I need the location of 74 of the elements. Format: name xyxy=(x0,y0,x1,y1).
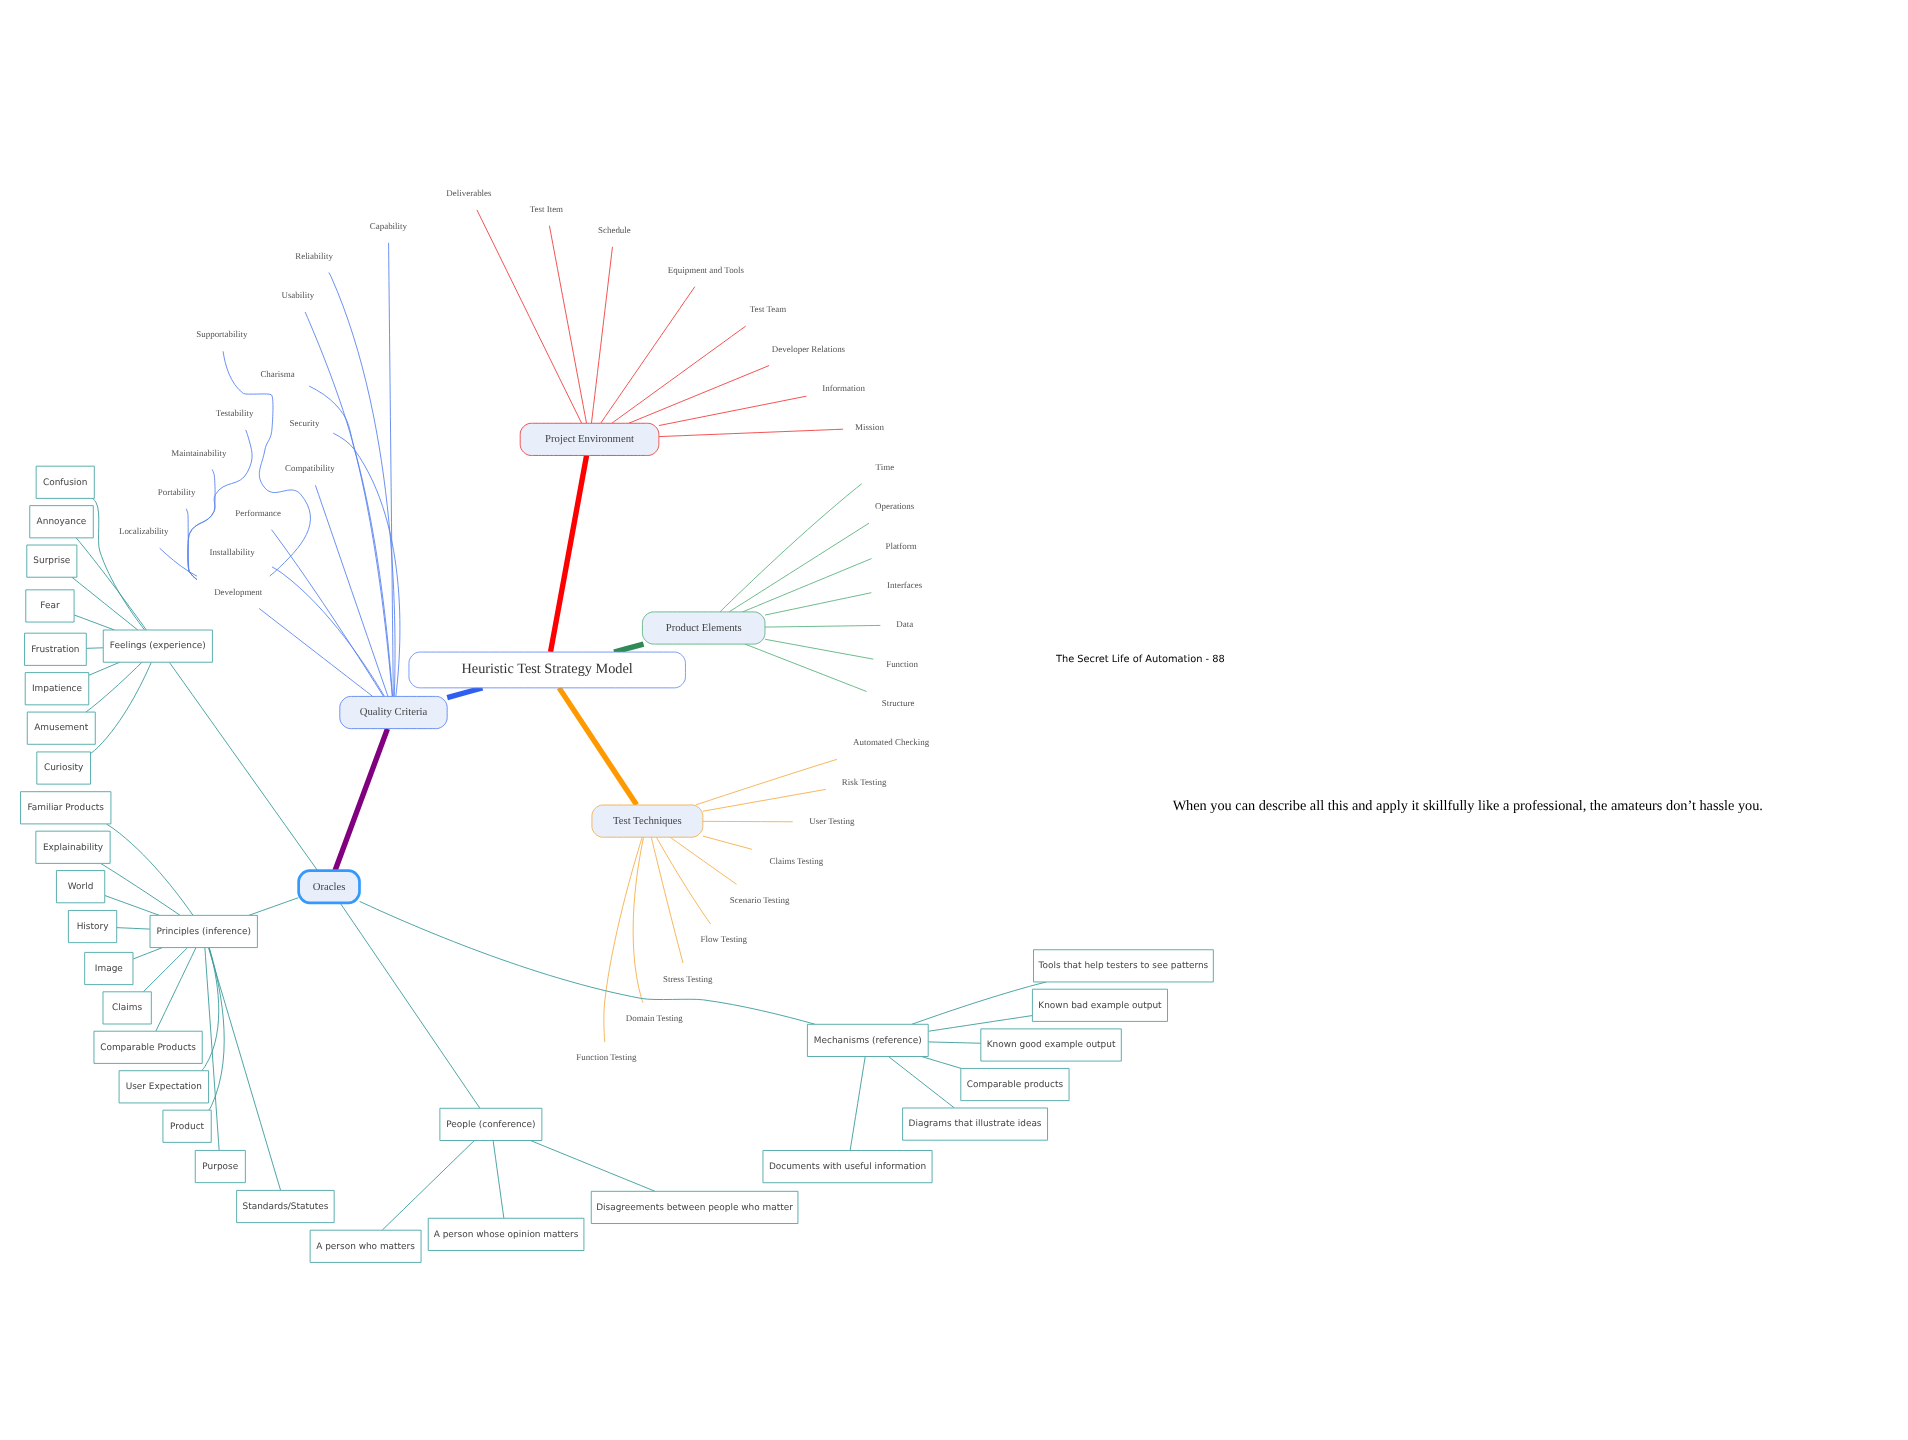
connector xyxy=(332,728,390,872)
connector xyxy=(702,835,753,850)
connector xyxy=(204,947,220,1151)
connector xyxy=(556,686,639,807)
connector xyxy=(258,608,373,697)
connector xyxy=(155,947,197,1032)
connector xyxy=(492,1140,505,1219)
connector xyxy=(547,455,590,653)
connector xyxy=(764,624,881,628)
connector xyxy=(695,758,838,806)
connector xyxy=(116,927,151,930)
connector xyxy=(75,537,147,631)
connector xyxy=(388,242,394,697)
connector xyxy=(650,836,684,964)
connector xyxy=(702,788,827,812)
connector xyxy=(159,547,198,577)
connector xyxy=(530,1140,656,1192)
connector xyxy=(339,902,481,1109)
connector xyxy=(446,685,484,701)
connector xyxy=(169,662,318,871)
connector xyxy=(613,641,645,655)
connector xyxy=(911,981,1047,1025)
connector xyxy=(308,385,393,697)
connector xyxy=(548,225,587,424)
connector xyxy=(90,662,152,754)
connector xyxy=(656,837,712,925)
connector xyxy=(248,897,299,916)
connector xyxy=(764,592,872,616)
connector xyxy=(702,820,794,823)
connector xyxy=(332,432,401,697)
connector xyxy=(658,428,844,438)
connector xyxy=(328,272,396,697)
connector xyxy=(600,286,696,424)
connector xyxy=(719,483,863,613)
connector xyxy=(185,508,198,581)
connector xyxy=(271,529,384,697)
connector xyxy=(729,522,870,613)
connector xyxy=(849,1056,866,1151)
connector xyxy=(222,350,311,577)
connector xyxy=(744,643,868,692)
connector xyxy=(88,661,121,676)
connector xyxy=(71,576,139,631)
connector xyxy=(104,895,160,916)
connector xyxy=(105,823,194,916)
connector xyxy=(611,325,747,424)
connector xyxy=(632,836,644,1004)
connector xyxy=(187,469,216,581)
connector xyxy=(764,638,874,660)
connector xyxy=(142,947,188,993)
connector xyxy=(591,246,613,424)
connector xyxy=(921,1056,962,1069)
connector xyxy=(208,947,281,1191)
connector xyxy=(304,311,393,697)
connector xyxy=(381,1140,475,1231)
connector xyxy=(73,614,115,631)
connector xyxy=(208,947,225,1111)
connector xyxy=(628,365,770,424)
connector xyxy=(927,1041,982,1044)
connector xyxy=(92,497,145,631)
connector xyxy=(476,209,583,424)
connector xyxy=(100,863,181,916)
connector xyxy=(314,484,389,697)
connector xyxy=(271,566,385,697)
connector xyxy=(888,1056,955,1109)
connector xyxy=(359,900,816,1025)
connector xyxy=(85,661,143,713)
connector xyxy=(669,836,737,885)
connector xyxy=(187,429,253,581)
connector xyxy=(742,558,872,613)
connector xyxy=(603,836,643,1043)
connector xyxy=(928,1015,1033,1032)
connector xyxy=(85,647,104,649)
connector xyxy=(132,947,163,960)
connector xyxy=(658,395,807,426)
